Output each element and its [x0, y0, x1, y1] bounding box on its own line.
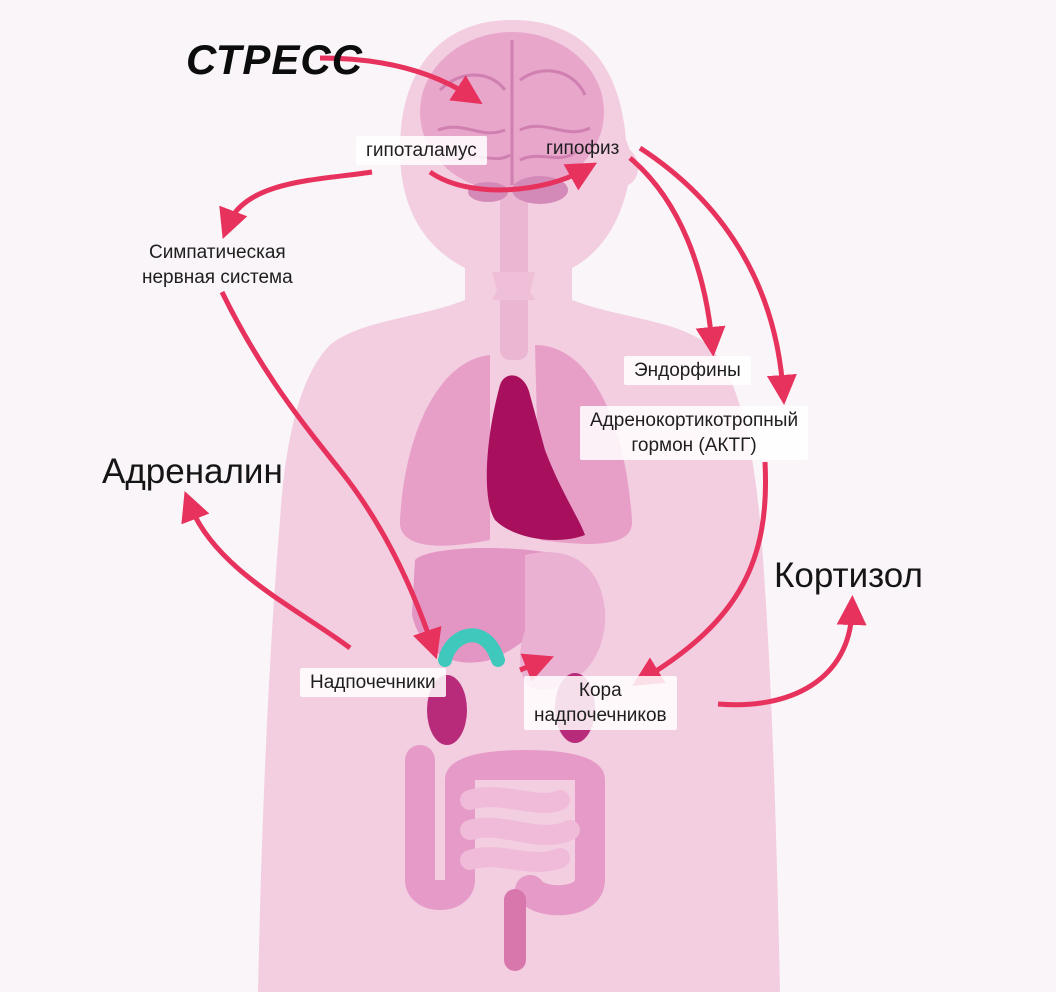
arrow-hypothalamus-pituitary: [428, 162, 598, 193]
pituitary-label: гипофиз: [546, 138, 620, 159]
arrow-pituitary-acth: [638, 145, 797, 405]
arrow-sympathetic-adrenals: [219, 290, 442, 660]
sympathetic-label-line2: нервная система: [142, 267, 293, 288]
heart: [486, 375, 585, 540]
adrenaline-label: Адреналин: [102, 452, 283, 491]
arrow-adrenals-adrenaline: [181, 491, 352, 650]
flow-arrows: [181, 55, 867, 708]
acth-label: Адренокортикотропный гормон (АКТГ): [580, 406, 809, 460]
acth-label-line1: Адренокортикотропный: [590, 410, 799, 431]
arrow-cortex-cortisol: [717, 595, 867, 708]
sympathetic-label: Симпатическая нервная система: [142, 240, 293, 290]
stress-title: СТРЕСС: [186, 36, 364, 83]
arrow-hypothalamus-sympathetic: [219, 169, 373, 240]
acth-label-line2: гормон (АКТГ): [631, 435, 757, 456]
arrow-acth-cortex: [632, 461, 769, 686]
intestines: [405, 745, 605, 971]
arrow-pituitary-endorphins: [628, 156, 726, 357]
hypothalamus-label: гипоталамус: [356, 136, 487, 165]
sympathetic-label-line1: Симпатическая: [148, 242, 286, 263]
adrenal-cortex-label: Кора надпочечников: [524, 676, 677, 730]
gland: [438, 628, 505, 667]
cortisol-label: Кортизол: [774, 556, 923, 595]
adrenal-cortex-label-line1: Кора: [578, 680, 622, 701]
arrow-stress-brain: [319, 55, 483, 105]
neck-structures: [492, 190, 535, 360]
endorphins-label: Эндорфины: [624, 356, 751, 385]
arrow-cortex-kidney: [519, 653, 554, 682]
adrenal-cortex-label-line2: надпочечников: [534, 705, 667, 726]
adrenals-label: Надпочечники: [300, 668, 446, 697]
